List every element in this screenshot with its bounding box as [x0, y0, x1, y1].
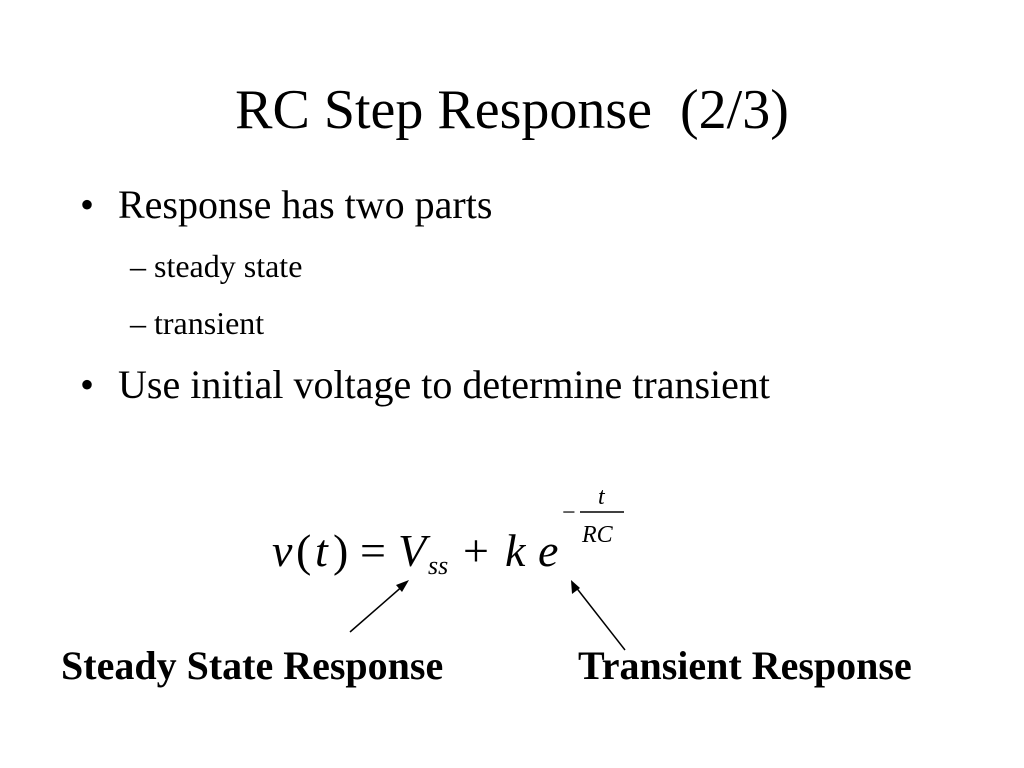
equation-t: t: [315, 525, 329, 576]
sub-bullet-marker: –: [130, 248, 146, 284]
transient-arrow-line: [574, 585, 626, 651]
exponent-denominator: RC: [581, 522, 614, 548]
bullet-marker: •: [80, 182, 95, 227]
sub-bullet-item: – steady state: [130, 246, 302, 286]
transient-label: Transient Response: [578, 643, 912, 688]
equation-plus: +: [463, 525, 489, 576]
equation-k: k: [505, 525, 527, 576]
equation-equals: =: [360, 525, 386, 576]
equation-V: V: [398, 525, 431, 576]
equation-e: e: [538, 525, 558, 576]
steady-state-label: Steady State Response: [61, 643, 444, 688]
steady-state-arrow: [349, 580, 409, 633]
exponent-numerator: t: [598, 484, 606, 510]
transient-arrowhead: [571, 580, 580, 594]
equation-subscript-ss: ss: [428, 551, 448, 580]
slide-title: RC Step Response (2/3): [235, 79, 789, 141]
exponent-minus: −: [562, 500, 576, 526]
equation-open-paren: (: [296, 525, 311, 576]
sub-bullet-item: – transient: [130, 303, 264, 343]
bullet-text: Response has two parts: [118, 182, 493, 227]
steady-state-arrow-line: [349, 583, 406, 633]
equation: v ( t ) = V ss + k e − t RC: [272, 484, 624, 580]
bullet-marker: •: [80, 362, 95, 407]
sub-bullet-marker: –: [130, 305, 146, 341]
equation-close-paren: ): [333, 525, 348, 576]
equation-v: v: [272, 525, 293, 576]
bullet-text: Use initial voltage to determine transie…: [118, 362, 771, 407]
sub-bullet-text: transient: [154, 305, 265, 341]
sub-bullet-text: steady state: [154, 248, 303, 284]
transient-arrow: [571, 580, 626, 651]
steady-state-arrowhead: [396, 580, 409, 592]
